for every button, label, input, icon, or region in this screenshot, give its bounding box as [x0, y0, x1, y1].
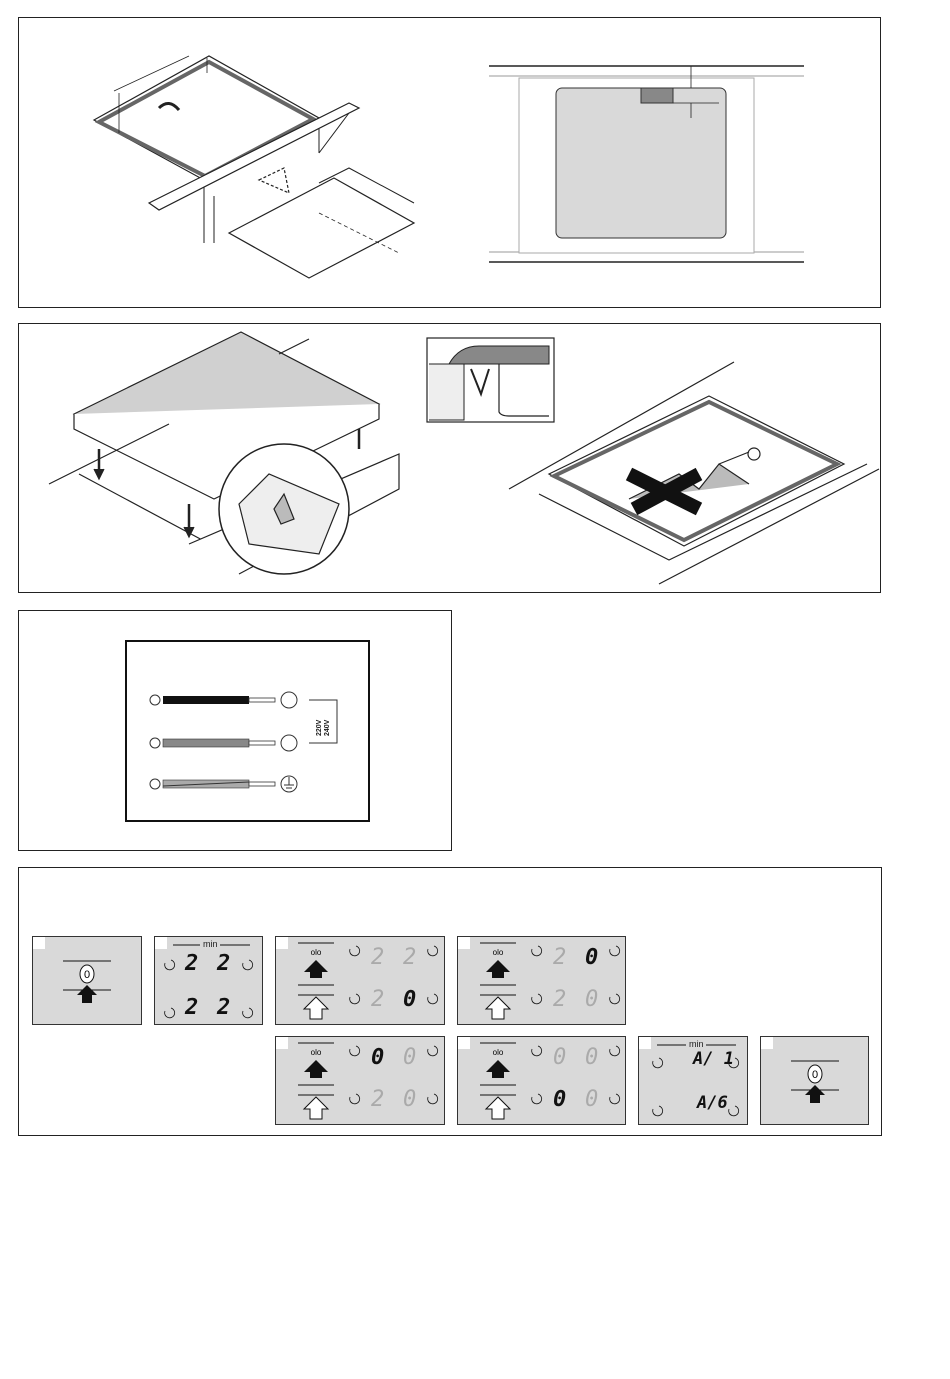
digit: 0: [403, 987, 416, 1012]
digit: 0: [403, 1087, 416, 1112]
digit: 2: [553, 987, 566, 1012]
clip-detail-inset: [427, 338, 554, 422]
installation-cutout-panel: [18, 17, 881, 308]
svg-text:0: 0: [812, 1069, 818, 1081]
cutout-drawings: [19, 18, 880, 307]
digit: 0: [403, 1045, 416, 1070]
wiring-cables: [127, 642, 368, 820]
svg-text:οlο: οlο: [493, 1048, 504, 1057]
voltage-label-220: 220V: [316, 720, 323, 736]
cabinet-front-illustration: [489, 66, 804, 262]
digit: 2: [185, 951, 198, 976]
digit: 2: [371, 945, 384, 970]
display-panel-d: οlο 2 0 2 0: [457, 936, 626, 1025]
svg-text:0: 0: [84, 969, 90, 981]
code-display: A/6: [697, 1093, 728, 1113]
power-button-icon: 0: [761, 1037, 868, 1124]
zone-selector-icons: οlο: [276, 937, 444, 1024]
control-sequence-panel: 0 min 2 2 2 2 οlο: [18, 867, 882, 1136]
digit: 0: [553, 1045, 566, 1070]
placement-drawings: [19, 324, 880, 592]
digit: 0: [585, 945, 598, 970]
power-button-icon: 0: [33, 937, 141, 1024]
zone-selector-icons: οlο: [458, 937, 625, 1024]
display-panel-f: οlο 0 0 0 0: [457, 1036, 626, 1125]
display-panel-c: οlο 2 2 2 0: [275, 936, 445, 1025]
digit: 0: [585, 1087, 598, 1112]
hob-insertion-illustration: [49, 332, 399, 574]
digit: 2: [217, 995, 230, 1020]
zone-selector-icons: οlο: [458, 1037, 625, 1124]
countertop-cutout-illustration: [94, 56, 414, 278]
wiring-diagram-box: 220V 240V: [125, 640, 370, 822]
zone-selector-icons: οlο: [276, 1037, 444, 1124]
digit: 0: [585, 1045, 598, 1070]
svg-text:οlο: οlο: [311, 1048, 322, 1057]
svg-text:οlο: οlο: [493, 948, 504, 957]
digit: 2: [371, 987, 384, 1012]
wiring-panel: 220V 240V: [18, 610, 452, 851]
digit: 0: [585, 987, 598, 1012]
display-panel-b: min 2 2 2 2: [154, 936, 263, 1025]
display-panel-g: min A/ 1 A/6: [638, 1036, 748, 1125]
digit: 2: [185, 995, 198, 1020]
hob-placement-panel: [18, 323, 881, 593]
display-panel-h: 0: [760, 1036, 869, 1125]
display-panel-e: οlο 0 0 2 0: [275, 1036, 445, 1125]
code-display: A/ 1: [693, 1049, 734, 1069]
digit: 0: [553, 1087, 566, 1112]
digit: 0: [371, 1045, 384, 1070]
digit: 2: [403, 945, 416, 970]
digit: 2: [371, 1087, 384, 1112]
display-panel-a: 0: [32, 936, 142, 1025]
ground-icon: [281, 776, 297, 792]
svg-text:οlο: οlο: [311, 948, 322, 957]
timer-icons: [155, 937, 262, 1024]
digit: 2: [553, 945, 566, 970]
digit: 2: [217, 951, 230, 976]
voltage-label-240: 240V: [324, 720, 331, 736]
no-sealant-illustration: [509, 362, 879, 584]
